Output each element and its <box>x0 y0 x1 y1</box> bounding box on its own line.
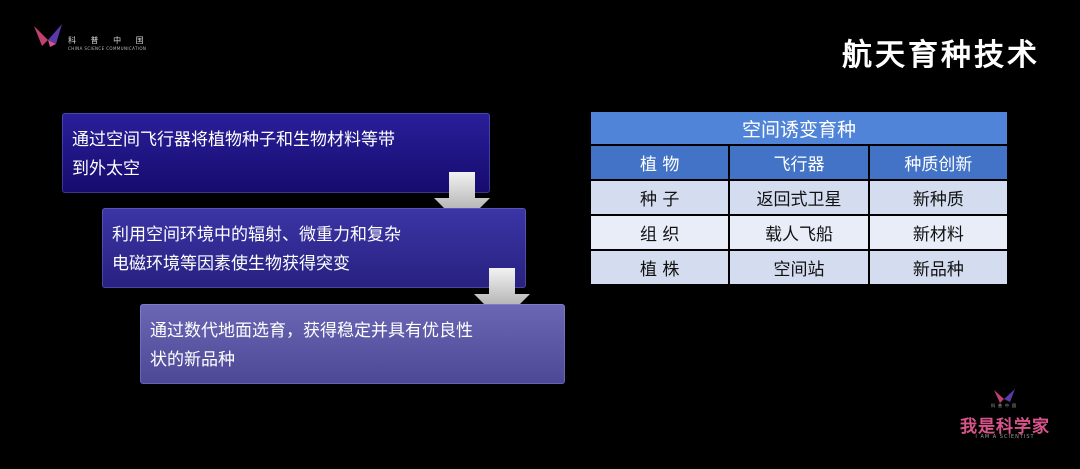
scientist-brand-logo: 科普中国 我是科学家 I AM A SCIENTIST <box>960 388 1050 448</box>
process-step-3: 通过数代地面选育，获得稳定并具有优良性状的新品种 <box>140 304 565 384</box>
table-cell: 载人飞船 <box>728 214 870 251</box>
table-cell: 空间站 <box>728 249 870 286</box>
brand-english-text: I AM A SCIENTIST <box>975 434 1035 440</box>
process-step-text: 利用空间环境中的辐射、微重力和复杂电磁环境等因素使生物获得突变 <box>112 225 401 274</box>
table-cell: 新种质 <box>867 179 1010 216</box>
process-step-text: 通过数代地面选育，获得稳定并具有优良性状的新品种 <box>150 321 473 370</box>
table-cell: 种 子 <box>588 179 731 216</box>
table-cell: 植 株 <box>588 249 731 286</box>
science-communication-logo: 科 普 中 国 CHINA SCIENCE COMMUNICATION <box>32 20 152 54</box>
logo-chinese-text: 科 普 中 国 <box>68 36 150 45</box>
table-row: 组 织 载人飞船 新材料 <box>588 214 1010 251</box>
butterfly-logo-icon <box>994 389 1015 403</box>
table-row: 种 子 返回式卫星 新种质 <box>588 179 1010 216</box>
page-title: 航天育种技术 <box>842 38 1040 73</box>
breeding-table: 空间诱变育种 植 物 飞行器 种质创新 种 子 返回式卫星 新种质 组 织 载人… <box>588 110 1010 286</box>
table-cell: 组 织 <box>588 214 731 251</box>
table-cell: 新材料 <box>867 214 1010 251</box>
table-cell: 返回式卫星 <box>728 179 870 216</box>
process-step-text: 通过空间飞行器将植物种子和生物材料等带到外太空 <box>72 130 395 179</box>
column-header-innovation: 种质创新 <box>867 144 1010 181</box>
table-caption: 空间诱变育种 <box>589 110 1009 146</box>
brand-small-text: 科普中国 <box>991 403 1019 408</box>
process-step-2: 利用空间环境中的辐射、微重力和复杂电磁环境等因素使生物获得突变 <box>102 208 526 288</box>
down-arrow-icon <box>474 268 530 322</box>
process-step-1: 通过空间飞行器将植物种子和生物材料等带到外太空 <box>62 113 490 193</box>
table-cell: 新品种 <box>867 249 1010 286</box>
column-header-vehicle: 飞行器 <box>728 144 870 181</box>
brand-chinese-text: 我是科学家 <box>960 417 1050 437</box>
down-arrow-icon <box>434 172 490 226</box>
table-row: 植 株 空间站 新品种 <box>588 249 1010 286</box>
column-header-plant: 植 物 <box>588 144 731 181</box>
butterfly-logo-icon <box>34 24 62 47</box>
logo-english-text: CHINA SCIENCE COMMUNICATION <box>68 46 147 51</box>
